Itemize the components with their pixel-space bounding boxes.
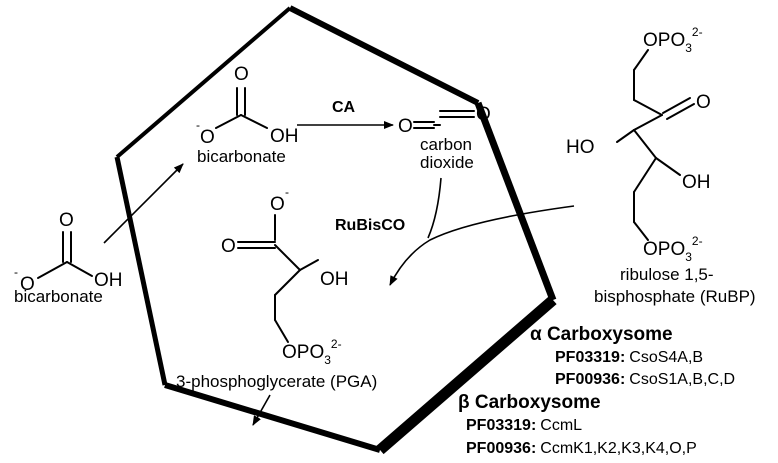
- bicarbonate-outside: O O - OH bicarbonate: [14, 210, 123, 306]
- export-arrow: [252, 394, 271, 426]
- bicarbonate-out-O-minus: O: [20, 274, 35, 295]
- pga-label: 3-phosphoglycerate (PGA): [176, 372, 377, 391]
- rubp-label-line2: bisphosphate (RuBP): [594, 287, 756, 306]
- pga-phosphate: OPO32-: [282, 337, 342, 367]
- legend-alpha-row-2: PF00936:CsoS1A,B,C,D: [555, 371, 735, 388]
- ca-enzyme-label: CA: [332, 99, 356, 116]
- legend-alpha-row-1: PF03319:CsoS4A,B: [555, 349, 703, 366]
- bicarbonate-out-charge: -: [14, 265, 18, 279]
- carboxysome-shell: [114, 5, 557, 455]
- legend: α Carboxysome PF03319:CsoS4A,B PF00936:C…: [458, 324, 735, 457]
- rubp-bottom-phosphate: OPO32-: [643, 234, 703, 264]
- pga-O-minus: O: [270, 194, 285, 215]
- pga-O: O: [221, 236, 236, 257]
- bicarbonate-out-O: O: [59, 210, 74, 231]
- transport-arrow: [103, 163, 184, 244]
- rubisco-arrow: [389, 205, 575, 286]
- co2-feed-line: [427, 177, 442, 239]
- co2-label-line1: carbon: [420, 135, 472, 154]
- bicarbonate-in-charge: -: [196, 118, 200, 132]
- rubp-ketone-O: O: [696, 92, 711, 113]
- rubp-HO: HO: [566, 137, 595, 158]
- co2-O1: O: [398, 116, 413, 137]
- co2-O2: O: [476, 104, 491, 125]
- rubp-label-line1: ribulose 1,5-: [620, 265, 714, 284]
- co2-label-line2: dioxide: [420, 153, 474, 172]
- bicarbonate-in-label: bicarbonate: [197, 147, 286, 166]
- legend-alpha-title: α Carboxysome: [530, 324, 673, 345]
- bicarbonate-out-label: bicarbonate: [14, 287, 103, 306]
- carbon-dioxide: O O carbon dioxide: [398, 104, 491, 172]
- bicarbonate-in-O: O: [234, 64, 249, 85]
- rubisco-enzyme-label: RuBisCO: [335, 217, 405, 234]
- rubp-top-phosphate: OPO32-: [643, 25, 703, 55]
- legend-beta-title: β Carboxysome: [458, 392, 601, 413]
- rubp-molecule: OPO32- O HO OH OPO32- ribulose 1,5- bisp…: [566, 25, 756, 306]
- rubp-OH: OH: [682, 172, 711, 193]
- pga-molecule: O - O OH OPO32- 3-phosphoglycerate (PGA): [176, 185, 377, 391]
- legend-beta-row-2: PF00936:CcmK1,K2,K3,K4,O,P: [466, 440, 697, 457]
- pga-OH: OH: [320, 269, 349, 290]
- bicarbonate-in-O-minus: O: [200, 127, 215, 148]
- bicarbonate-in-OH: OH: [270, 126, 299, 147]
- legend-beta-row-1: PF03319:CcmL: [466, 417, 582, 434]
- bicarbonate-inside: O O - OH bicarbonate: [196, 64, 299, 166]
- pga-charge: -: [285, 185, 289, 199]
- bicarbonate-out-OH: OH: [94, 270, 123, 291]
